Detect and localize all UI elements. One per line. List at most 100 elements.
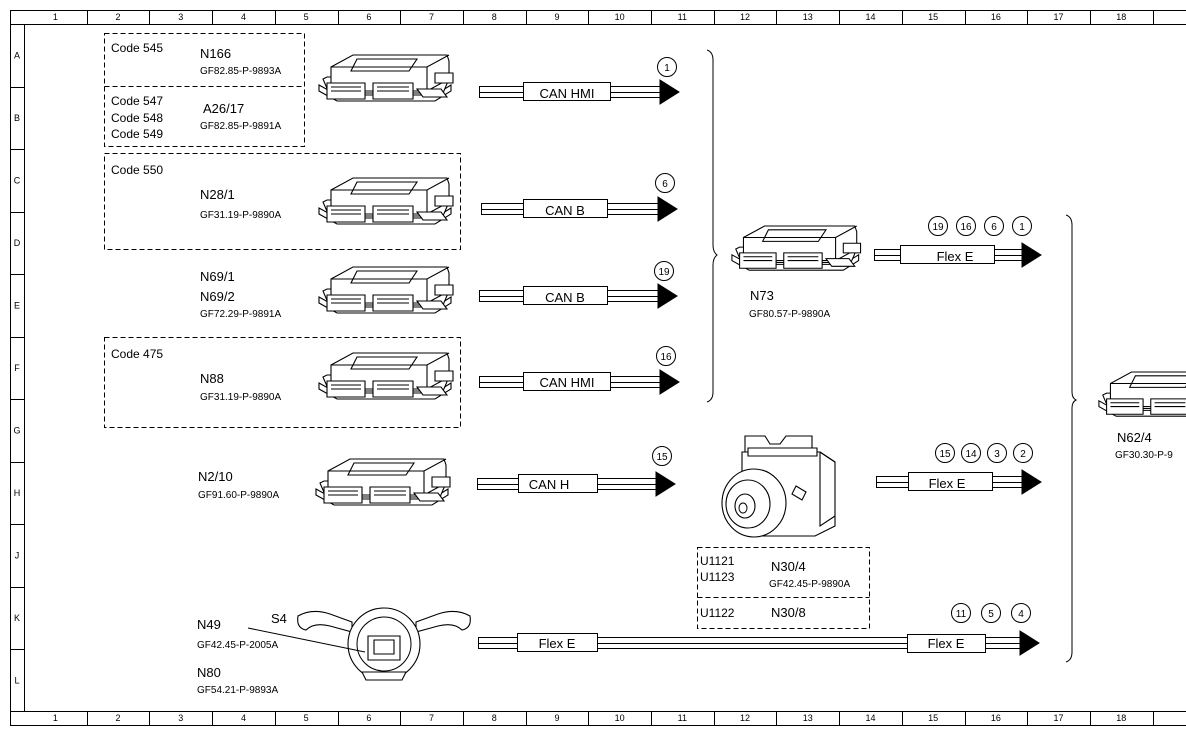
component-label: N88 (200, 371, 224, 386)
ruler-column-label: 16 (991, 713, 1001, 723)
bus-arrowhead (659, 369, 680, 395)
connection-circle (652, 446, 672, 466)
bus-label-box (523, 286, 608, 305)
switch-label: S4 (271, 611, 287, 626)
component-label: N49 (197, 617, 221, 632)
ruler-column-label: 10 (615, 12, 625, 22)
camera-part (819, 451, 836, 528)
control-unit-part (842, 242, 862, 254)
bus-label-flex-e: Flex E (929, 476, 966, 491)
camera-lens-center (738, 502, 748, 514)
code-label: U1121 (700, 554, 735, 568)
bus-arrowhead (657, 283, 678, 309)
diagram-frame: 1122334455667788991010111112121313141415… (10, 10, 1186, 726)
reference-label: GF31.19-P-9890A (200, 210, 281, 221)
bus-label-can-b: CAN B (545, 290, 585, 305)
control-unit-part (350, 181, 419, 195)
reference-label: GF72.29-P-9891A (200, 309, 281, 320)
pointer-line (247, 627, 366, 653)
bus-arrowhead (1021, 242, 1042, 268)
control-unit-part (434, 370, 454, 382)
connection-number: 19 (932, 222, 944, 233)
control-unit-n73 (731, 225, 862, 271)
ruler-column-label: 5 (304, 12, 309, 22)
ruler-column-label: 8 (492, 713, 497, 723)
ruler-column-label: 4 (241, 12, 246, 22)
connection-number: 11 (956, 609, 967, 620)
group-n49-n80: S4 N49 GF42.45-P-2005A N80 GF54.21-P-989… (197, 611, 287, 696)
ruler-column-label: 3 (178, 713, 183, 723)
n73-label: N73 (750, 288, 774, 303)
connection-circle (987, 443, 1007, 463)
bus-label-can-hmi: CAN HMI (540, 375, 595, 390)
connection-circle (1012, 216, 1032, 236)
camera-part (791, 485, 807, 501)
ruler-row-label: C (14, 175, 21, 185)
ruler-column-label: 17 (1054, 713, 1064, 723)
ruler-column-label: 13 (803, 12, 813, 22)
connection-circle (655, 173, 675, 193)
ruler-column-label: 6 (366, 713, 371, 723)
group-n2-10: N2/10 GF91.60-P-9890A (198, 469, 279, 501)
control-unit-part (1110, 382, 1186, 385)
control-unit-part (415, 386, 449, 396)
control-unit-part (331, 384, 409, 390)
control-unit-part (350, 356, 419, 370)
control-unit-n28-1 (318, 177, 454, 225)
bus-arrowhead (659, 79, 680, 105)
bus-can-hmi (479, 369, 680, 395)
diagram-content (104, 33, 1186, 681)
connection-circle (961, 443, 981, 463)
ruler-column-label: 7 (429, 713, 434, 723)
group-n28-1: Code 550 N28/1 GF31.19-P-9890A (111, 163, 281, 221)
bus-label-can-b: CAN B (545, 203, 585, 218)
brace (1065, 214, 1078, 663)
ruler-column-label: 11 (678, 12, 687, 22)
group-a26-17: Code 547 Code 548 Code 549 A26/17 GF82.8… (111, 94, 281, 141)
ruler-column-label: 15 (928, 12, 938, 22)
bus-label-box (523, 372, 611, 391)
bus-label-box (523, 199, 608, 218)
bus-arrowhead (1021, 469, 1042, 495)
n62-4-reference: GF30.30-P-9 (1115, 450, 1173, 461)
bus-label-flex-e: Flex E (937, 249, 974, 264)
connection-number: 1 (1019, 222, 1025, 233)
group-n88: Code 475 N88 GF31.19-P-9890A (111, 347, 281, 403)
ruler-row-label: K (14, 613, 20, 623)
group-n69: N69/1 N69/2 GF72.29-P-9891A (200, 269, 281, 320)
switch-part (361, 671, 407, 681)
bus-label-box (518, 474, 598, 493)
border (10, 10, 1186, 726)
control-unit-part (347, 462, 416, 476)
bus-label-box (517, 633, 598, 652)
bus-label-box (907, 634, 986, 653)
n30-4-reference: GF42.45-P-9890A (769, 579, 850, 590)
connection-circle (981, 603, 1001, 623)
code-label: Code 547 (111, 94, 163, 108)
connection-number: 16 (960, 222, 972, 233)
control-unit-part (434, 72, 454, 84)
ruler-column-label: 1 (53, 713, 58, 723)
control-unit-part (331, 298, 409, 304)
connection-number: 2 (1020, 449, 1026, 460)
switch-part (373, 639, 395, 655)
control-unit-part (824, 258, 856, 267)
connection-circle (951, 603, 971, 623)
control-unit-part (331, 209, 409, 215)
steering-column-switch (247, 607, 471, 681)
connection-circle (1013, 443, 1033, 463)
control-unit-part (331, 86, 409, 92)
control-unit-part (761, 229, 827, 242)
connection-circle (928, 216, 948, 236)
reference-label: GF82.85-P-9893A (200, 66, 281, 77)
code-label: Code 549 (111, 127, 163, 141)
ruler-column-label: 1 (53, 12, 58, 22)
control-unit-part (434, 195, 454, 207)
n30-4-label: N30/4 (771, 559, 806, 574)
component-label: A26/17 (203, 101, 244, 116)
ruler-column-label: 14 (865, 713, 875, 723)
dashed-box (697, 547, 870, 629)
control-unit-part (415, 88, 449, 98)
camera-part (747, 447, 818, 457)
